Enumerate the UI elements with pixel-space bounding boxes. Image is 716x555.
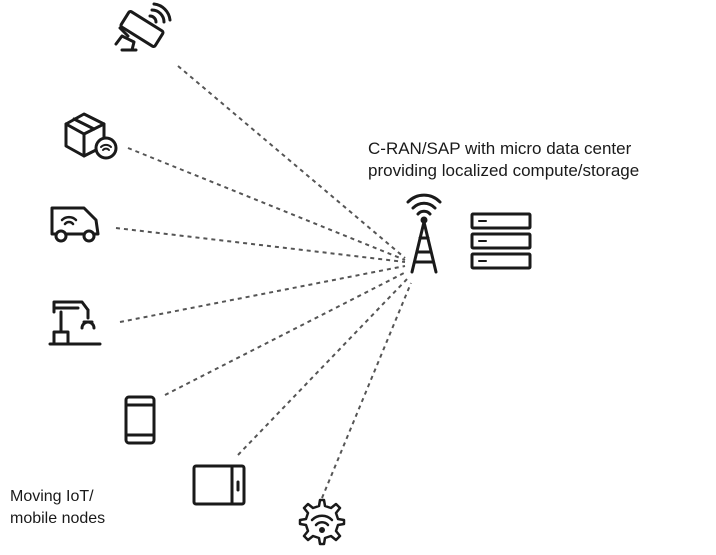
tablet-icon — [192, 464, 246, 506]
hub-label-line-1: C-RAN/SAP with micro data center — [368, 139, 632, 158]
hub-label-line-2: providing localized compute/storage — [368, 161, 640, 180]
robotic-arm-icon — [48, 300, 102, 346]
link-tablet — [237, 277, 409, 456]
cell-tower-icon — [406, 193, 442, 274]
link-robot — [119, 265, 406, 323]
link-gear — [321, 282, 412, 499]
connection-links — [115, 65, 412, 499]
nodes-label-line-1: Moving IoT/ — [10, 488, 94, 505]
link-van — [115, 227, 406, 263]
smartphone-icon — [124, 395, 156, 445]
wifi-gear-icon — [298, 498, 346, 546]
link-package — [127, 147, 406, 261]
server-rack-icon — [470, 212, 532, 270]
connected-van-icon — [50, 206, 100, 243]
link-camera — [177, 65, 406, 259]
nodes-label: Moving IoT/ mobile nodes — [10, 486, 105, 530]
nodes-label-line-2: mobile nodes — [10, 510, 106, 527]
package-wifi-icon — [64, 112, 118, 160]
link-phone — [164, 271, 407, 396]
security-camera-icon — [114, 2, 172, 52]
hub-label: C-RAN/SAP with micro data center providi… — [368, 138, 639, 182]
